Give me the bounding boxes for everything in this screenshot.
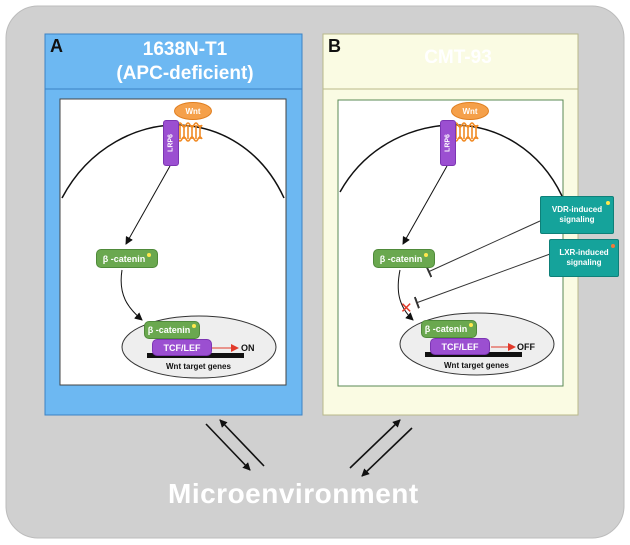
lrp6-receptor-b: LRP6 — [440, 120, 456, 166]
lxr-label-line2: signaling — [566, 258, 602, 267]
tcf-lef-a: TCF/LEF — [152, 339, 212, 356]
beta-catenin-label-b: β -catenin — [379, 253, 423, 264]
phospho-dot — [469, 323, 474, 327]
micro-arrow-b-up — [349, 419, 401, 469]
vdr-label-line1: VDR-induced — [551, 205, 603, 214]
micro-arrow-b-down — [361, 427, 413, 477]
beta-catenin-nuclear-label-a: β -catenin — [147, 325, 191, 335]
panel-b-letter: B — [328, 36, 341, 56]
lxr-label-line1: LXR-induced — [559, 248, 609, 257]
vdr-label-line2: signaling — [559, 215, 595, 224]
arrow-catenin-to-nucleus-b — [397, 269, 414, 321]
state-off: OFF — [517, 342, 535, 352]
lxr-signaling-box: LXR-induced signaling — [549, 239, 619, 277]
lxr-inhibition-line — [413, 253, 551, 309]
microenvironment-label: Microenvironment — [168, 478, 419, 509]
lrp6-label-a: LRP6 — [167, 134, 175, 152]
vdr-dot — [606, 201, 610, 205]
lrp6-receptor-a: LRP6 — [163, 120, 179, 166]
tcf-lef-b: TCF/LEF — [430, 338, 490, 355]
block-x-icon: ✕ — [400, 299, 413, 317]
lrp6-label-b: LRP6 — [444, 134, 452, 152]
beta-catenin-cytoplasm-b: β -catenin — [373, 249, 435, 268]
phospho-dot — [192, 324, 197, 328]
lxr-dot — [611, 244, 615, 248]
panel-a-letter: A — [50, 36, 63, 56]
wnt-target-genes-b: Wnt target genes — [444, 361, 509, 370]
arrow-catenin-to-nucleus-a — [120, 269, 143, 321]
wnt-ligand-b: Wnt — [451, 102, 489, 120]
panel-a-title-line1: 1638N-T1 — [142, 39, 228, 60]
panel-a-title: 1638N-T1 (APC-deficient) — [60, 38, 310, 86]
wnt-ligand-a: Wnt — [174, 102, 212, 120]
receptor-coils-a — [177, 122, 203, 142]
tcf-lef-label-a: TCF/LEF — [163, 342, 201, 353]
phospho-dot — [424, 252, 429, 257]
receptor-coils-b — [453, 122, 479, 142]
arrow-lrp6-to-catenin-a — [125, 165, 171, 245]
beta-catenin-nuclear-b: β -catenin — [421, 320, 477, 338]
beta-catenin-cytoplasm-a: β -catenin — [96, 249, 158, 268]
micro-arrow-a-up — [219, 419, 265, 467]
micro-arrow-a-down — [205, 423, 251, 471]
state-on: ON — [241, 343, 255, 353]
wnt-target-genes-a: Wnt target genes — [166, 362, 231, 371]
panel-a-title-line2: (APC-deficient) — [116, 63, 254, 84]
beta-catenin-nuclear-a: β -catenin — [144, 321, 200, 339]
wnt-label-a: Wnt — [185, 106, 201, 116]
beta-catenin-nuclear-label-b: β -catenin — [424, 324, 468, 334]
vdr-inhibition-line — [425, 220, 541, 278]
wnt-label-b: Wnt — [462, 106, 478, 116]
vdr-signaling-box: VDR-induced signaling — [540, 196, 614, 234]
arrow-lrp6-to-catenin-b — [402, 165, 448, 245]
phospho-dot — [147, 252, 152, 257]
tcf-lef-label-b: TCF/LEF — [441, 341, 479, 352]
panel-b-title: CMT-93 — [424, 47, 492, 68]
beta-catenin-label-a: β -catenin — [102, 253, 146, 264]
